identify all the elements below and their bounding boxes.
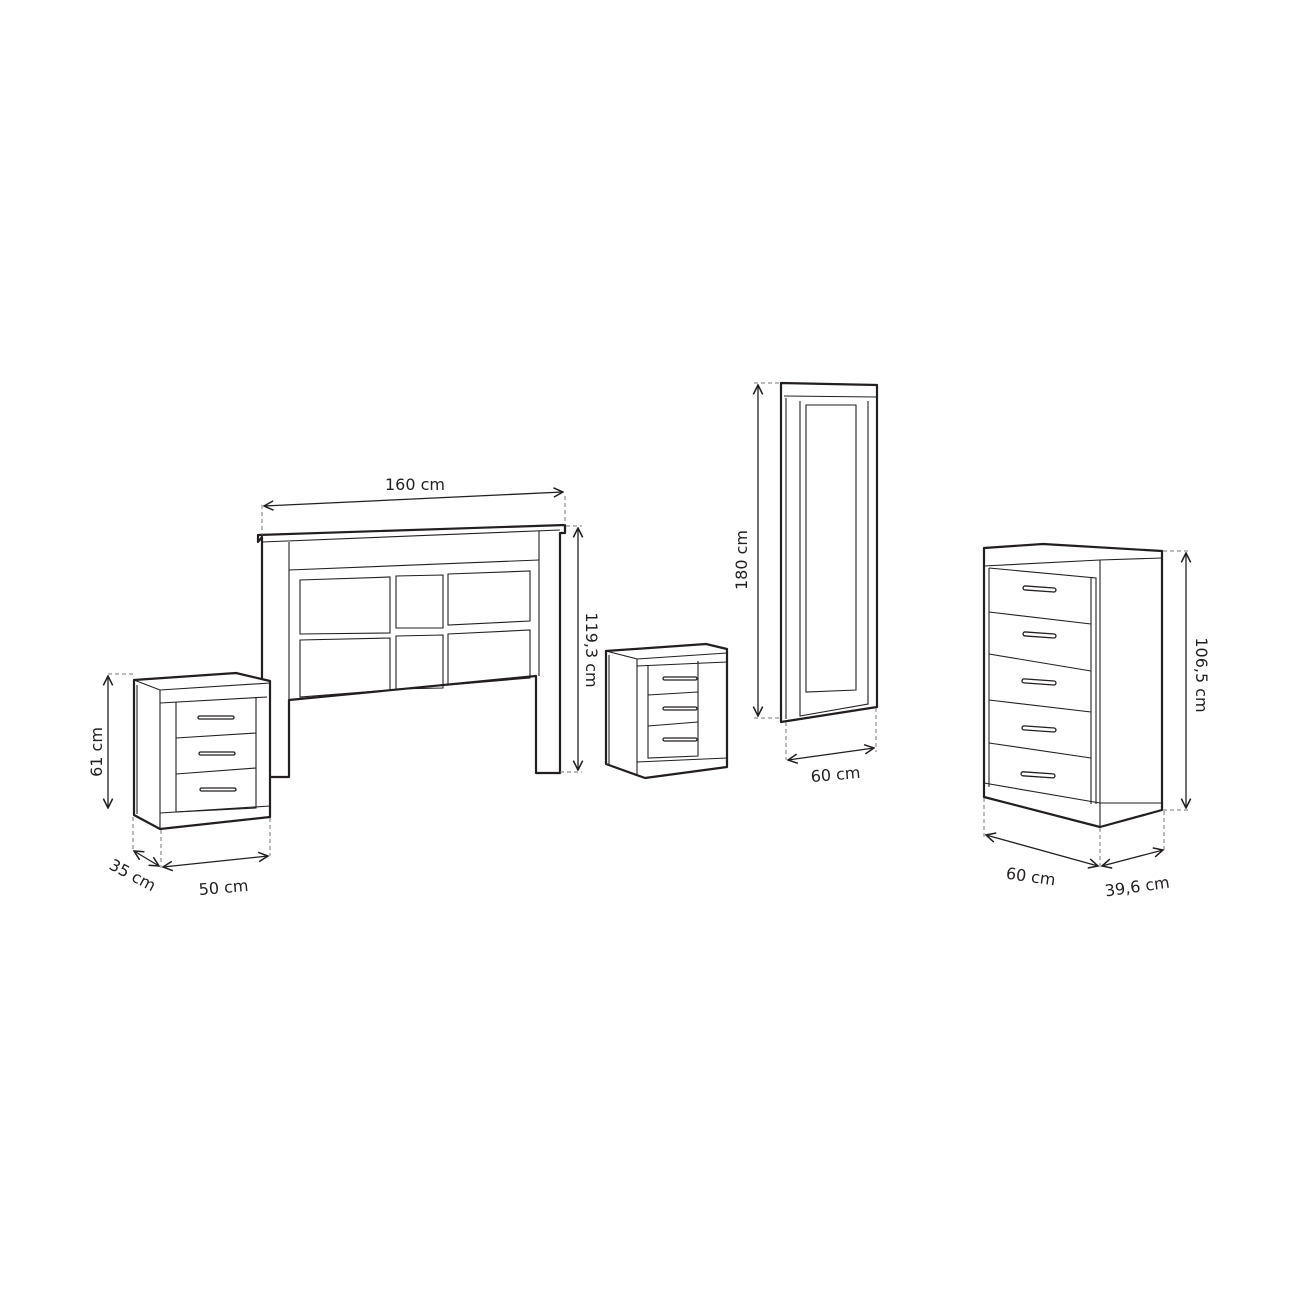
mirror: 180 cm 60 cm bbox=[732, 381, 879, 786]
drawer-handle bbox=[197, 715, 235, 720]
chest-of-drawers: 106,5 cm 60 cm 39,6 cm bbox=[982, 542, 1211, 901]
drawer-handle bbox=[199, 787, 237, 792]
drawer-handle bbox=[198, 751, 236, 756]
nightstand-width-label: 50 cm bbox=[198, 876, 249, 899]
headboard-width-label: 160 cm bbox=[385, 475, 445, 494]
headboard: 160 cm 119,3 cm bbox=[256, 475, 601, 779]
nightstand-left: 61 cm 35 cm 50 cm bbox=[87, 671, 272, 899]
drawer-handle bbox=[1022, 631, 1057, 639]
drawer-handle bbox=[662, 676, 698, 681]
drawer-handle bbox=[1021, 725, 1057, 733]
mirror-width-label: 60 cm bbox=[810, 763, 861, 786]
headboard-height-label: 119,3 cm bbox=[582, 612, 601, 687]
drawer-handle bbox=[1020, 771, 1056, 779]
chest-width-label: 60 cm bbox=[1005, 864, 1057, 890]
mirror-height-label: 180 cm bbox=[732, 530, 751, 590]
nightstand-right bbox=[604, 642, 729, 780]
drawer-handle bbox=[1022, 585, 1057, 593]
chest-depth-label: 39,6 cm bbox=[1104, 873, 1171, 901]
drawer-handle bbox=[662, 706, 698, 711]
chest-height-label: 106,5 cm bbox=[1192, 637, 1211, 712]
drawer-handle bbox=[662, 737, 698, 742]
drawer-handle bbox=[1021, 678, 1057, 686]
nightstand-height-label: 61 cm bbox=[87, 727, 106, 777]
